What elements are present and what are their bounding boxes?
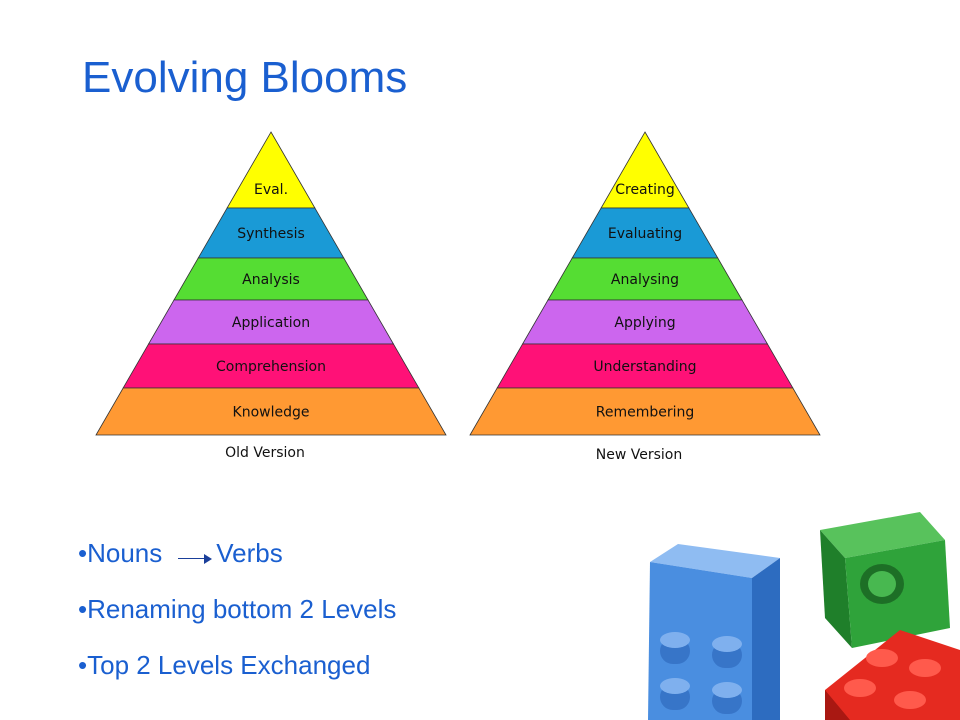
green-lego-block bbox=[820, 512, 950, 648]
right-arrow-icon bbox=[176, 545, 213, 565]
pyramid-level-label: Comprehension bbox=[216, 359, 326, 375]
blue-lego-block bbox=[648, 544, 780, 720]
pyramid-caption: Old Version bbox=[225, 445, 305, 461]
pyramid-level bbox=[95, 387, 447, 436]
pyramid-level-label: Analysing bbox=[611, 272, 679, 288]
pyramid-level-label: Creating bbox=[615, 182, 675, 198]
pyramid-level-label: Applying bbox=[614, 315, 675, 331]
pyramid-level-label: Evaluating bbox=[608, 226, 682, 242]
pyramid-level-label: Synthesis bbox=[237, 226, 305, 242]
new-version-pyramid: CreatingEvaluatingAnalysingApplyingUnder… bbox=[469, 131, 821, 463]
bullet-list: •Nouns Verbs •Renaming bottom 2 Levels •T… bbox=[78, 533, 396, 701]
pyramid-level bbox=[469, 387, 821, 436]
bullet-renaming: •Renaming bottom 2 Levels bbox=[78, 594, 397, 624]
bloom-pyramids-diagram: Eval. SynthesisAnalysisApplicationCompreh… bbox=[95, 131, 821, 463]
pyramid-level-label: Knowledge bbox=[233, 405, 310, 421]
bullet-exchanged: •Top 2 Levels Exchanged bbox=[78, 650, 371, 680]
pyramid-level-label: Understanding bbox=[593, 359, 696, 375]
lego-blocks-image bbox=[648, 512, 960, 720]
bullet-nouns-verbs: •Nouns Verbs bbox=[78, 533, 396, 589]
pyramid-level-label: Analysis bbox=[242, 272, 300, 288]
bullet-verbs: Verbs bbox=[216, 538, 283, 568]
pyramid-level-label: Eval. bbox=[254, 182, 288, 198]
old-version-pyramid: Eval. SynthesisAnalysisApplicationCompreh… bbox=[95, 131, 447, 461]
slide-title: Evolving Blooms bbox=[82, 53, 408, 102]
pyramid-caption: New Version bbox=[596, 447, 682, 463]
pyramid-level-label: Application bbox=[232, 315, 310, 331]
pyramid-level-label: Remembering bbox=[596, 405, 695, 421]
red-lego-block bbox=[825, 630, 960, 720]
bullet-nouns: •Nouns bbox=[78, 538, 163, 568]
